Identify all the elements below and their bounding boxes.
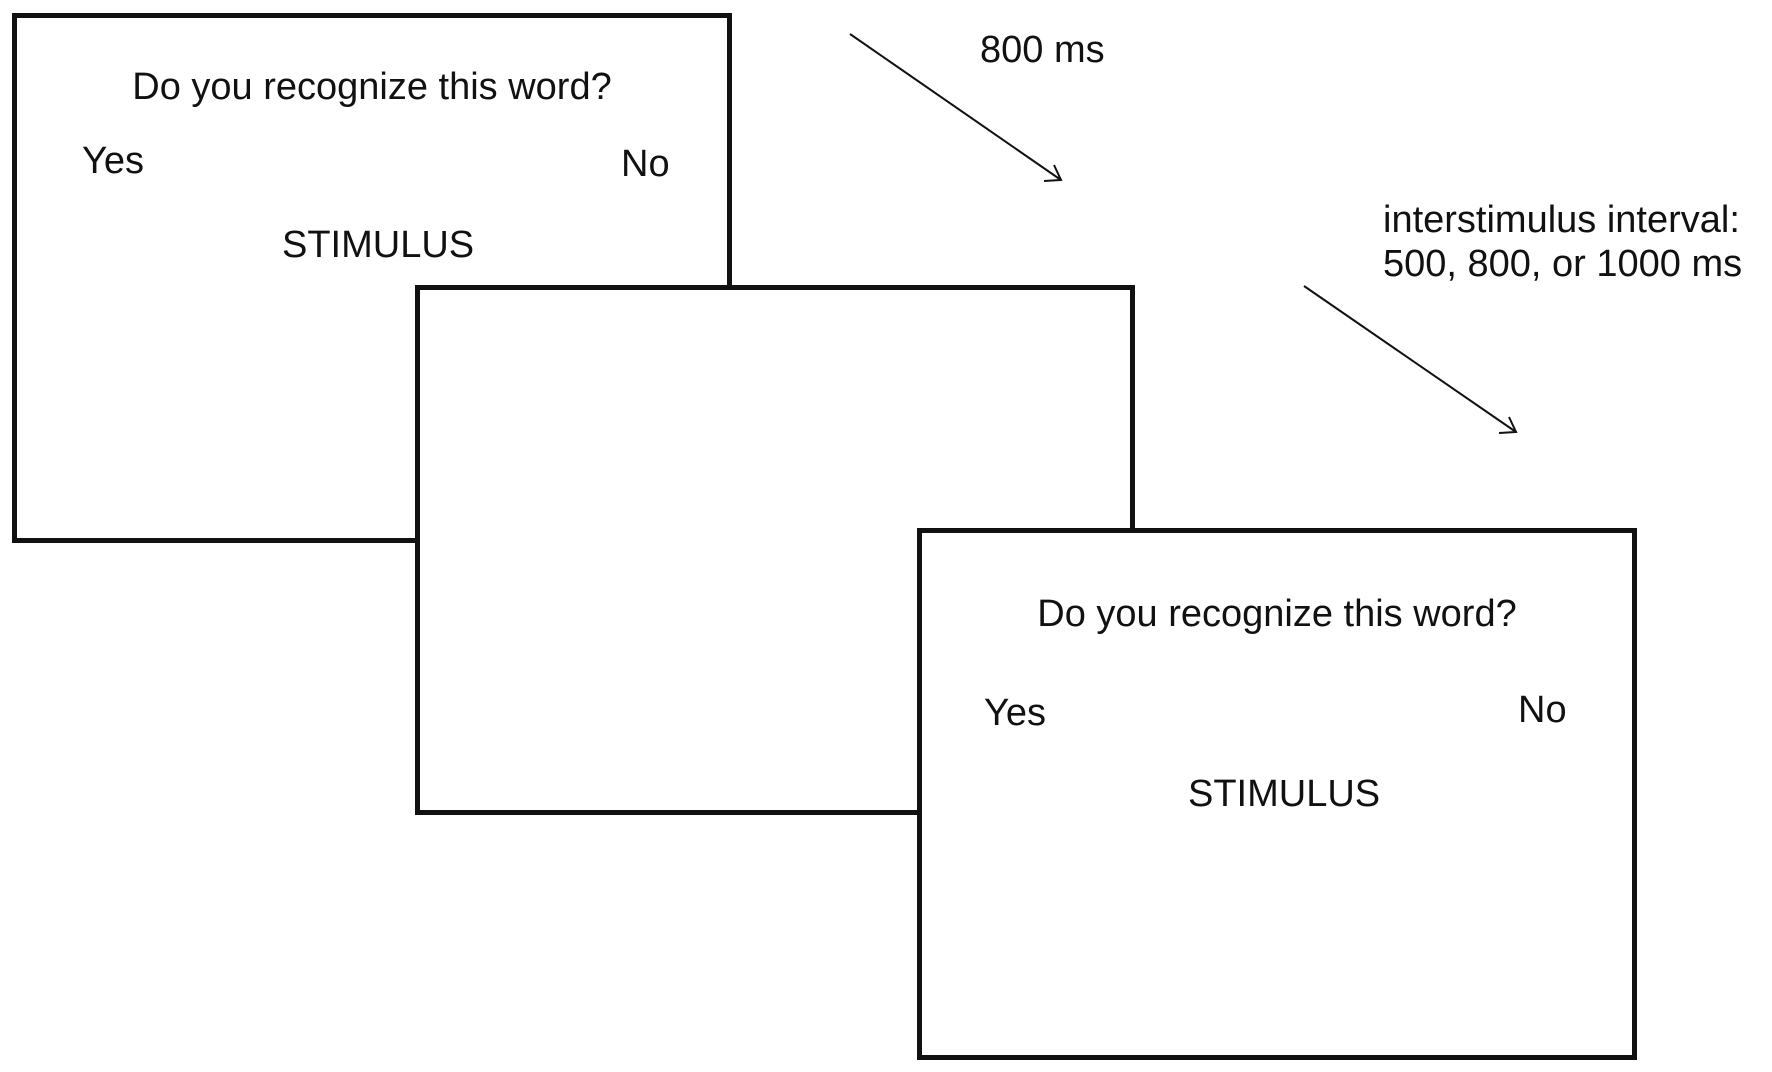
screen-panel-1: Do you recognize this word? Yes No STIMU… bbox=[12, 13, 732, 543]
arrow-isi-head bbox=[1498, 416, 1518, 434]
interstimulus-interval-label: interstimulus interval: 500, 800, or 100… bbox=[1383, 198, 1742, 286]
question-text: Do you recognize this word? bbox=[1037, 593, 1517, 635]
no-option: No bbox=[1518, 689, 1567, 731]
isi-label-line-2: 500, 800, or 1000 ms bbox=[1383, 243, 1743, 285]
yes-option: Yes bbox=[984, 692, 1046, 734]
arrow-isi bbox=[1303, 285, 1517, 433]
stimulus-text: STIMULUS bbox=[282, 224, 475, 266]
arrow-800ms-head bbox=[1043, 164, 1063, 182]
arrow-800ms bbox=[849, 33, 1062, 181]
isi-label-line-1: interstimulus interval: bbox=[1383, 199, 1740, 241]
stimulus-text: STIMULUS bbox=[1188, 773, 1381, 815]
no-option: No bbox=[621, 143, 670, 185]
interval-800ms-label: 800 ms bbox=[980, 29, 1105, 71]
screen-panel-3: Do you recognize this word? Yes No STIMU… bbox=[917, 528, 1637, 1060]
question-text: Do you recognize this word? bbox=[132, 66, 612, 108]
yes-option: Yes bbox=[82, 140, 144, 182]
